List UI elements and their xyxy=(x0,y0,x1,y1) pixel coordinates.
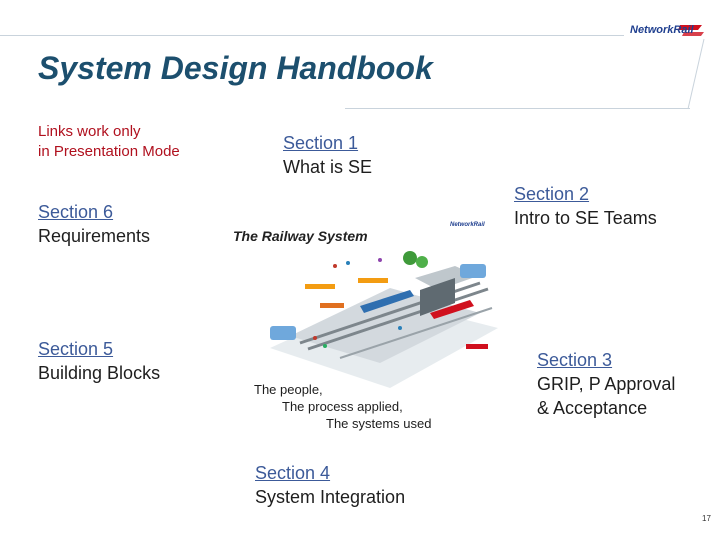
note-line-2: in Presentation Mode xyxy=(38,143,180,160)
section-3-link[interactable]: Section 3 xyxy=(537,350,613,370)
section-1: Section 1 What is SE xyxy=(283,131,372,179)
header-slash-line xyxy=(687,38,705,110)
note-line-1: Links work only xyxy=(38,123,141,140)
section-5: Section 5 Building Blocks xyxy=(38,337,160,385)
caption-people: The people, xyxy=(254,382,323,397)
section-4-link[interactable]: Section 4 xyxy=(255,463,331,483)
network-rail-logo: NetworkRail xyxy=(628,22,704,40)
section-1-link[interactable]: Section 1 xyxy=(283,133,359,153)
section-1-label: What is SE xyxy=(283,157,373,177)
railway-system-drawing xyxy=(270,251,498,388)
caption-systems: The systems used xyxy=(326,416,432,431)
network-rail-logo-icon xyxy=(678,25,704,36)
section-5-link[interactable]: Section 5 xyxy=(38,339,114,359)
section-3: Section 3 GRIP, P Approval & Acceptance xyxy=(537,348,675,420)
railway-system-illustration: The Railway System NetworkRail xyxy=(230,218,498,388)
illustration-logo-text: NetworkRail xyxy=(450,222,485,228)
section-6-label: Requirements xyxy=(38,226,151,246)
railway-system-title: The Railway System xyxy=(233,228,368,244)
header-rule-bottom xyxy=(345,108,690,109)
header-rule-top xyxy=(0,35,624,36)
presentation-mode-note: Links work only in Presentation Mode xyxy=(38,122,180,162)
section-2: Section 2 Intro to SE Teams xyxy=(514,182,657,230)
section-2-label: Intro to SE Teams xyxy=(514,208,657,228)
section-5-label: Building Blocks xyxy=(38,363,161,383)
section-6-link[interactable]: Section 6 xyxy=(38,202,114,222)
page-title: System Design Handbook xyxy=(38,50,433,86)
section-4-label: System Integration xyxy=(255,487,406,507)
page-number: 17 xyxy=(702,514,711,523)
caption-process: The process applied, xyxy=(282,399,403,414)
section-2-link[interactable]: Section 2 xyxy=(514,184,590,204)
section-3-label-line-2: & Acceptance xyxy=(537,398,648,418)
section-3-label-line-1: GRIP, P Approval xyxy=(537,374,676,394)
section-6: Section 6 Requirements xyxy=(38,200,150,248)
network-rail-logo-text: NetworkRail xyxy=(630,24,694,36)
section-4: Section 4 System Integration xyxy=(255,461,405,509)
